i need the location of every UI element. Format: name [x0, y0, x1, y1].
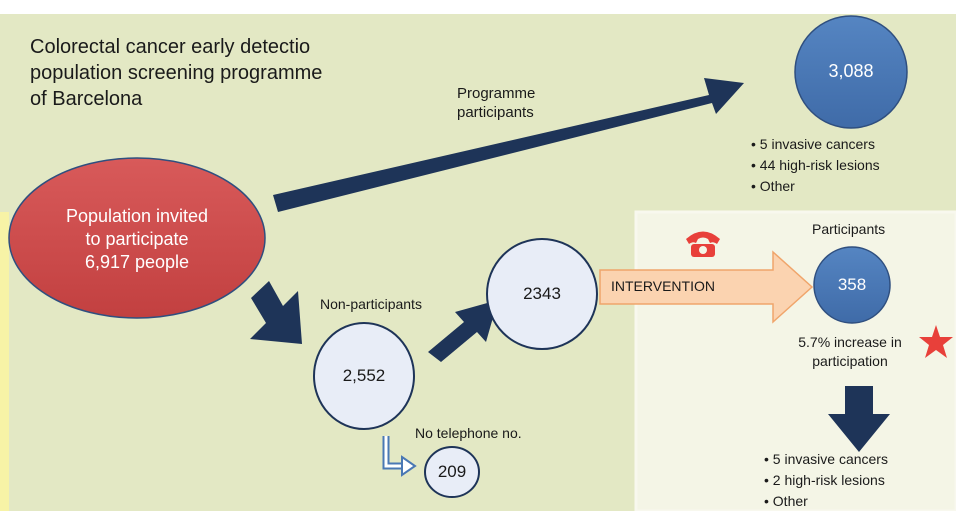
no-phone-count: 209 — [437, 462, 467, 481]
participants-arrow — [273, 78, 744, 212]
left-strip — [0, 212, 9, 511]
outcome-item: 5 invasive cancers — [764, 449, 888, 470]
intervention-label: INTERVENTION — [611, 278, 715, 294]
title-line: of Barcelona — [30, 88, 143, 110]
outcome-down-arrow — [828, 386, 890, 452]
participants-count: 3,088 — [828, 61, 874, 81]
increase-line: 5.7% increase in — [798, 334, 902, 350]
intervention-participants-circle — [813, 246, 891, 324]
outcome-item: Other — [751, 176, 880, 197]
increase-note: 5.7% increase in participation — [776, 333, 924, 371]
no-phone-arrow — [384, 436, 404, 468]
non-participants-circle — [313, 322, 415, 430]
outcome-item: 5 invasive cancers — [751, 134, 880, 155]
increase-line: participation — [812, 353, 888, 369]
title-line: population screening programme — [30, 62, 323, 84]
outcome-item: 2 high-risk lesions — [764, 470, 888, 491]
intervention-participants-label: Participants — [812, 221, 886, 237]
participants-outcomes: 5 invasive cancers 44 high-risk lesions … — [751, 134, 880, 197]
population-count: 6,917 people — [84, 252, 190, 272]
non-participants-arrow — [250, 281, 302, 344]
population-circle — [8, 157, 266, 319]
label-line: Programme — [457, 85, 536, 102]
outcome-item: 44 high-risk lesions — [751, 155, 880, 176]
non-participants-count: 2,552 — [342, 366, 386, 385]
star-icon — [919, 325, 953, 358]
label-line: participants — [457, 104, 534, 121]
contacted-arrow — [428, 300, 498, 362]
telephone-icon — [686, 231, 720, 257]
intervention-arrow — [599, 250, 814, 324]
contacted-count: 2343 — [523, 284, 561, 303]
participants-circle — [794, 15, 908, 129]
intervention-outcomes: 5 invasive cancers 2 high-risk lesions O… — [764, 449, 888, 512]
no-phone-label: No telephone no. — [415, 425, 522, 441]
population-line: to participate — [85, 229, 189, 249]
no-phone-arrow-head — [401, 455, 417, 477]
contacted-circle — [486, 238, 598, 350]
outcome-item: Other — [764, 491, 888, 512]
diagram-title: Colorectal cancer early detectio populat… — [30, 34, 360, 112]
title-line: Colorectal cancer early detectio — [30, 36, 311, 58]
non-participants-label: Non-participants — [320, 296, 422, 312]
programme-participants-label: Programme participants — [457, 84, 535, 122]
population-label: Population invited to participate 6,917 … — [37, 205, 237, 274]
intervention-participants-count: 358 — [837, 275, 867, 294]
no-phone-circle — [424, 446, 480, 498]
population-line: Population invited — [65, 206, 209, 226]
